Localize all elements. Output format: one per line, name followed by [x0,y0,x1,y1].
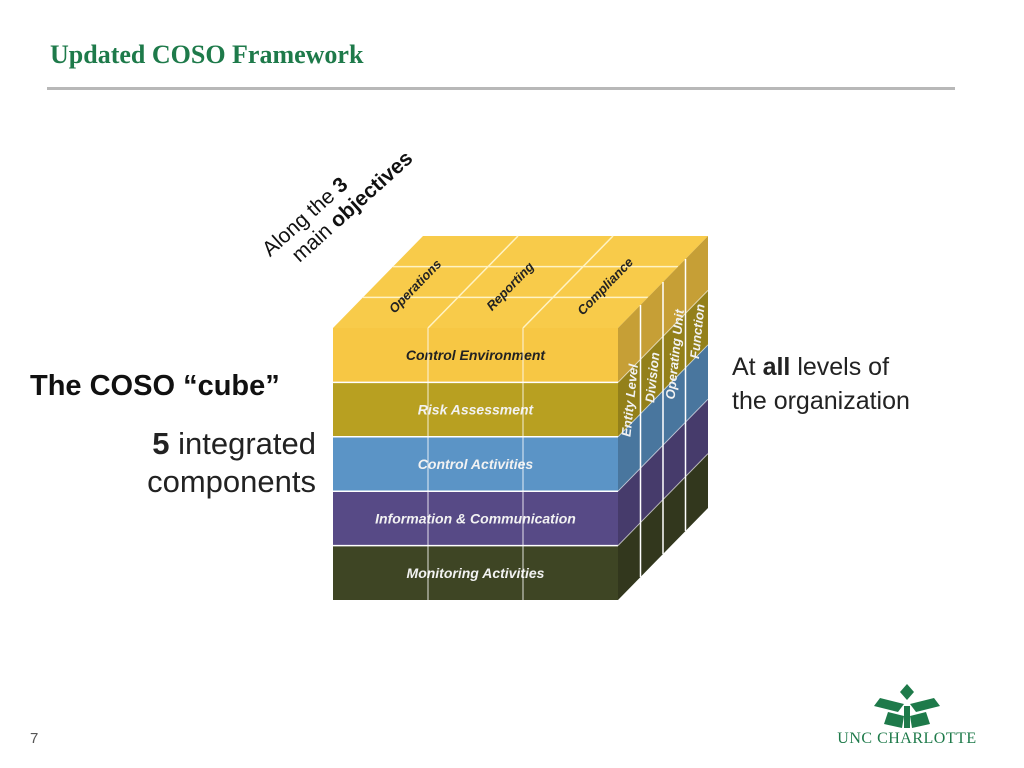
page-number: 7 [30,730,39,747]
levels-post: levels of [790,353,890,381]
levels-bold: all [762,353,791,381]
top-grid-line [427,235,519,329]
unc-charlotte-logo: UNC CHARLOTTE [832,684,982,754]
side-row-line [617,344,709,438]
levels-text: At all levels of the organization [732,350,992,418]
top-face-fill [333,236,708,328]
side-label-3: Function [687,303,708,359]
components-word2: components [147,464,316,499]
components-word1: integrated [169,426,316,461]
levels-pre: At [732,353,763,381]
top-grid-line [522,235,614,329]
front-layer-label-1: Risk Assessment [418,402,535,418]
front-layer-4 [333,545,618,600]
side-row-line [617,290,709,383]
front-layer-label-0: Control Environment [406,347,547,363]
front-layer-2 [333,436,618,492]
title-divider [47,87,955,90]
side-row-line [617,398,709,492]
side-row-line [617,453,709,546]
logo-text: UNC CHARLOTTE [837,730,977,747]
slide-title: Updated COSO Framework [50,40,364,69]
front-layer-label-2: Control Activities [418,456,534,472]
front-layer-0 [333,328,618,383]
front-layer-label-3: Information & Communication [375,510,576,526]
components-count: 5 [152,426,170,461]
cube-title: The COSO “cube” [30,370,280,402]
levels-line2: the organization [732,387,910,415]
front-layer-1 [333,382,618,437]
side-label-1: Division [642,351,662,403]
logo-mark-icon [874,684,940,728]
front-layer-3 [333,491,618,546]
front-layer-label-4: Monitoring Activities [407,565,545,581]
components-text: 5 integrated components [36,425,316,501]
